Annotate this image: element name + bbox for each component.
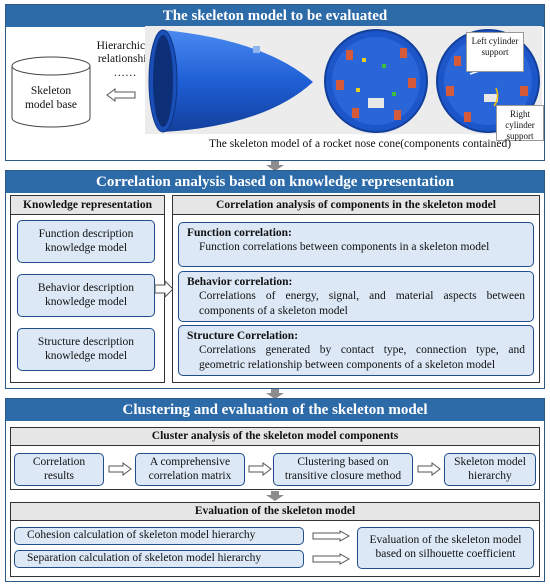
right-support-callout: Right cylinder support <box>496 105 544 141</box>
panel-heading: Correlation analysis of components in th… <box>173 196 539 215</box>
down-arrow-icon <box>266 161 284 171</box>
down-arrow-icon <box>266 389 284 399</box>
correlation-desc: Correlations generated by contact type, … <box>199 344 525 371</box>
behavior-correlation-box: Behavior correlation: Correlations of en… <box>178 271 534 322</box>
skeleton-model-base-label: Skeleton model base <box>24 85 78 111</box>
correlation-title: Structure Correlation: <box>187 330 299 342</box>
left-support-callout: Left cylinder support <box>466 32 524 72</box>
panel-heading: Evaluation of the skeleton model <box>11 503 539 521</box>
flow-arrow-icon <box>248 462 272 476</box>
database-cylinder-icon <box>11 56 91 128</box>
panel-heading: Cluster analysis of the skeleton model c… <box>11 428 539 446</box>
correlation-desc: Correlations of energy, signal, and mate… <box>199 290 525 317</box>
flow-arrow-icon <box>312 553 350 565</box>
cone-interior-view-image <box>324 29 428 133</box>
cohesion-calculation-box: Cohesion calculation of skeleton model h… <box>14 527 304 545</box>
separation-calculation-box: Separation calculation of skeleton model… <box>14 550 304 568</box>
flow-arrow-icon <box>312 530 350 542</box>
behavior-knowledge-model: Behavior description knowledge model <box>17 274 155 317</box>
skeleton-model-hierarchy-box: Skeleton model hierarchy <box>444 453 536 486</box>
relation-label: Hierarchical relationship <box>96 40 154 65</box>
structure-knowledge-model: Structure description knowledge model <box>17 328 155 371</box>
hollow-left-arrow-icon <box>106 88 136 102</box>
model-caption: The skeleton model of a rocket nose cone… <box>208 138 512 150</box>
function-knowledge-model: Function description knowledge model <box>17 220 155 263</box>
relation-dots: …… <box>113 67 137 79</box>
correlation-title: Behavior correlation: <box>187 276 293 288</box>
hollow-right-arrow-icon <box>154 280 174 298</box>
section-title: The skeleton model to be evaluated <box>6 5 544 27</box>
panel-heading: Knowledge representation <box>11 196 164 215</box>
correlation-title: Function correlation: <box>187 227 292 239</box>
rocket-nose-cone-image <box>148 29 313 133</box>
down-arrow-icon <box>266 491 284 501</box>
correlation-desc: Function correlations between components… <box>199 241 490 254</box>
function-correlation-box: Function correlation: Function correlati… <box>178 222 534 267</box>
silhouette-evaluation-box: Evaluation of the skeleton model based o… <box>357 527 534 569</box>
correlation-results-box: Correlation results <box>14 453 104 486</box>
section-title: Clustering and evaluation of the skeleto… <box>6 399 544 421</box>
structure-correlation-box: Structure Correlation: Correlations gene… <box>178 325 534 376</box>
section-title: Correlation analysis based on knowledge … <box>6 171 544 193</box>
comprehensive-matrix-box: A comprehensive correlation matrix <box>135 453 245 486</box>
flow-arrow-icon <box>417 462 441 476</box>
transitive-closure-clustering-box: Clustering based on transitive closure m… <box>273 453 413 486</box>
flow-arrow-icon <box>108 462 132 476</box>
